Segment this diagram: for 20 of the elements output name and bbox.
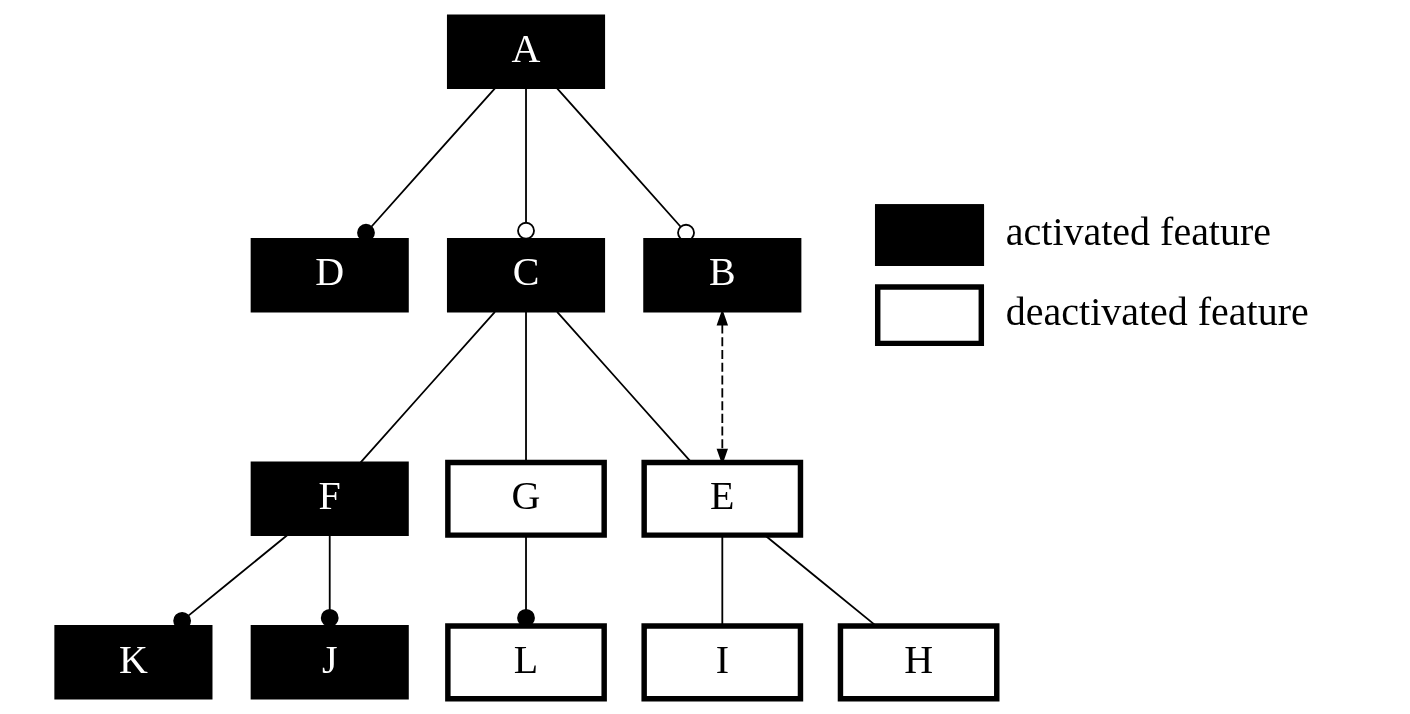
connector [516,87,535,240]
node-box: B [642,237,801,313]
node-box: C [446,237,605,313]
node-box: L [444,623,607,702]
connector [359,310,496,464]
node-box: I [640,623,803,702]
node-box: F [250,461,409,537]
legend-label: activated feature [1005,209,1271,255]
node-box: G [444,459,607,538]
connector [516,534,535,627]
legend-label: deactivated feature [1005,289,1309,335]
node-box: D [250,237,409,313]
node-box: K [53,625,212,700]
node-box: E [640,459,803,538]
connector [763,534,877,627]
connector [320,534,339,627]
connector [720,534,723,627]
node-box: A [446,14,605,89]
node-box: H [837,623,999,702]
node-box: J [250,625,409,700]
